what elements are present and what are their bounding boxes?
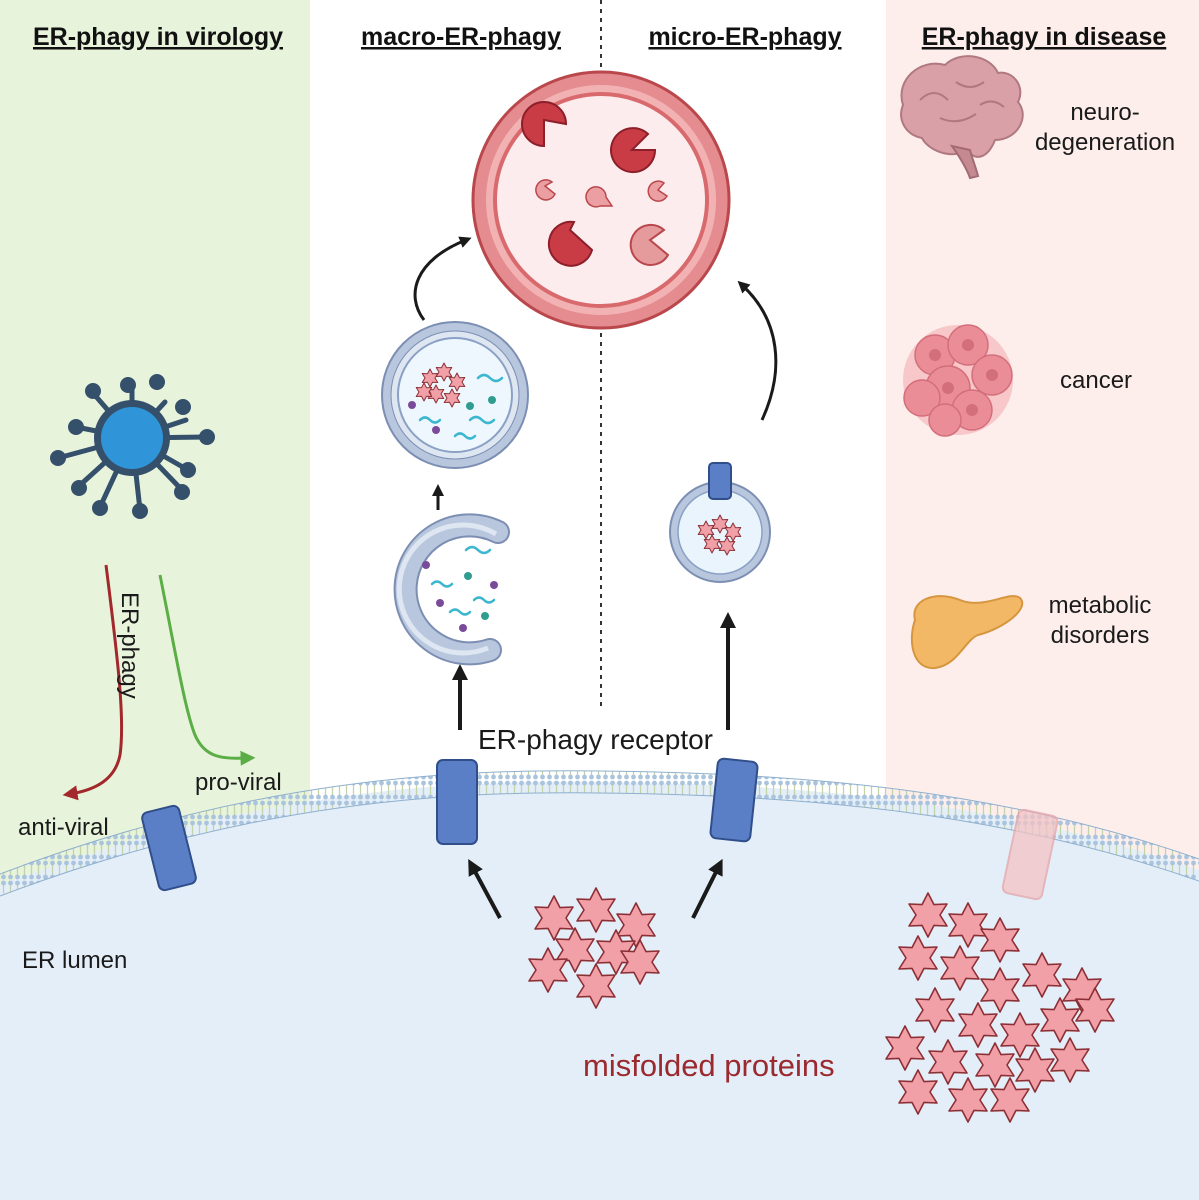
micro-er-phagy-vesicle [669,462,771,583]
heading-macro-er-phagy: macro-ER-phagy [361,23,561,51]
arrow-micro-to-lysosome [737,280,778,421]
heading-disease: ER-phagy in disease [922,23,1167,51]
pro-viral-arrow [158,574,256,766]
neuro-label-line2: degeneration [1035,129,1175,156]
lysosomal-enzyme-large-2 [610,127,657,174]
virus-icon [50,374,215,519]
er-membrane-inner-edge [0,792,1199,897]
metabolic-label-line1: metabolic [1049,592,1152,619]
brain-icon [900,55,1024,180]
lysosomal-enzyme-large-1 [521,101,568,148]
er-phagy-virology-label: ER-phagy [116,592,143,699]
lysosomal-enzyme-small-2 [585,186,614,208]
receptor-micro [709,757,759,843]
phagophore [393,513,510,666]
pro-viral-label: pro-viral [195,769,282,796]
metabolic-label-line2: disorders [1051,622,1150,649]
cancer-icon [903,324,1013,437]
lysosome [471,70,731,330]
receptor-virology [141,804,197,892]
misfolded-proteins-label: misfolded proteins [583,1048,835,1083]
lysosomal-enzyme-small-1 [535,179,556,201]
autophagosome [381,321,529,469]
receptor-label: ER-phagy receptor [478,724,713,755]
er-lumen-label: ER lumen [22,947,127,974]
anti-viral-arrow [62,564,124,801]
er-membrane-outer-edge [0,770,1199,875]
cancer-label: cancer [1060,367,1132,394]
receptor-disease-faded [1001,808,1059,901]
receptor-macro [436,759,478,845]
lysosomal-enzyme-large-3 [547,220,594,267]
arrow-protein-to-macro [468,858,502,919]
anti-viral-label: anti-viral [18,814,109,841]
arrow-macro-to-lysosome [413,236,472,321]
arrow-protein-to-micro [691,858,723,919]
neuro-label-line1: neuro- [1070,99,1139,126]
er-membrane [0,770,1199,896]
heading-micro-er-phagy: micro-ER-phagy [648,23,841,51]
heading-virology: ER-phagy in virology [33,23,283,51]
pancreas-icon [910,595,1024,670]
lysosomal-enzyme-small-3 [647,180,668,202]
lysosomal-enzyme-large-4 [629,223,670,266]
